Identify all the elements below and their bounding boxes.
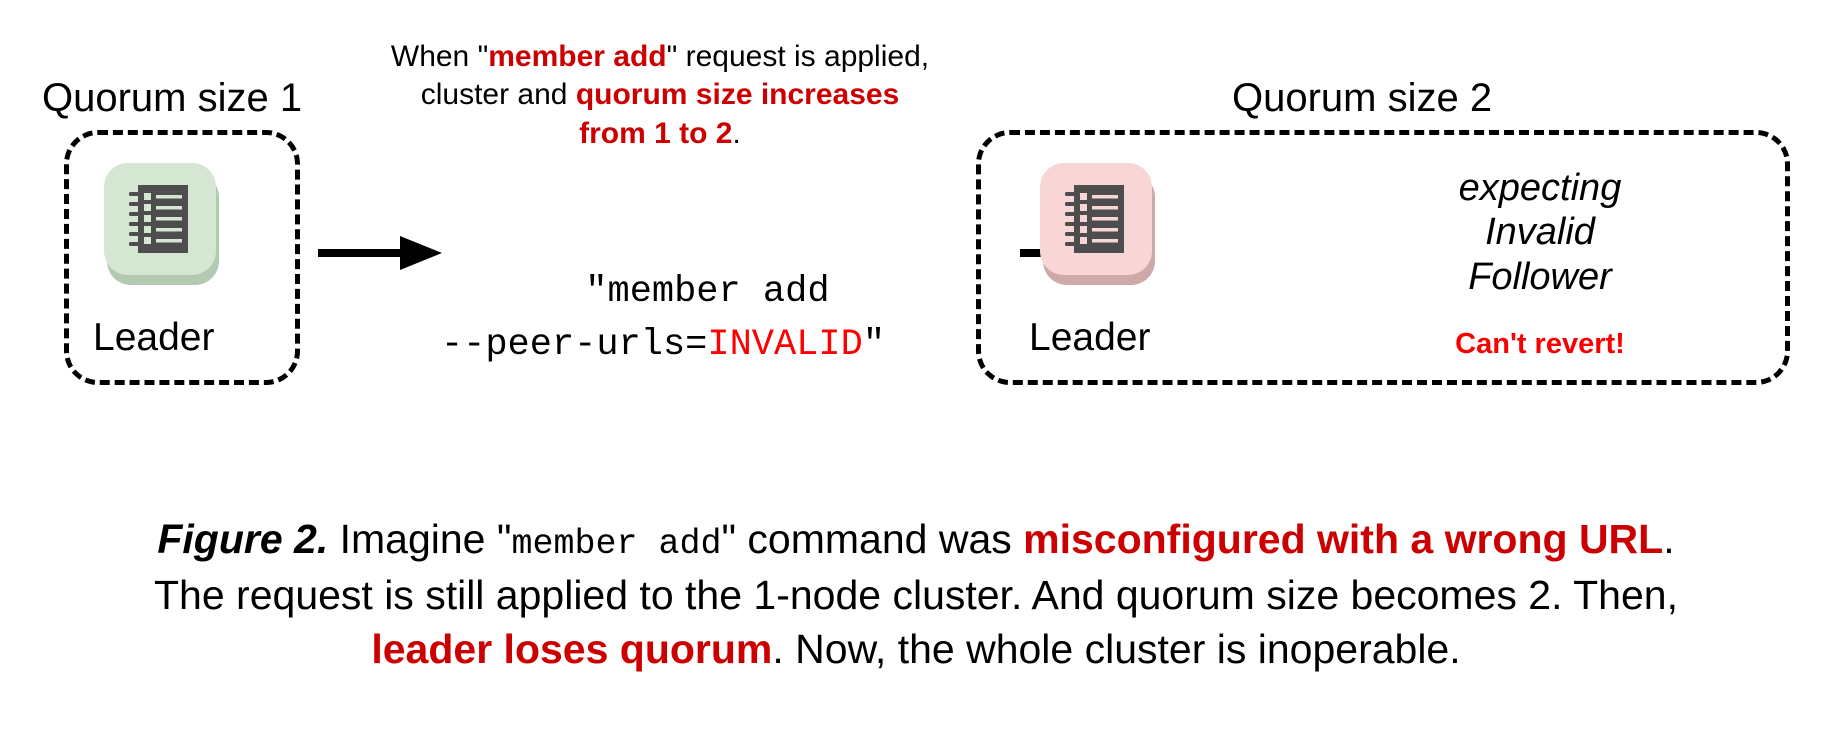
notebook-ledger-icon-left [104, 163, 222, 285]
top-note-member-add: member add [488, 40, 667, 73]
follower-note-line-2: Invalid [1485, 211, 1595, 254]
cluster-node-box-right [976, 130, 1790, 385]
invalid-follower-note: expecting Invalid Follower [1420, 166, 1660, 299]
follower-note-line-3: Follower [1468, 255, 1612, 298]
top-note-seg3: " request is applied, [666, 40, 930, 73]
top-note-from-1-to-2: from 1 to 2 [579, 116, 733, 150]
member-add-command: "member add --peer-urls=INVALID" [428, 212, 898, 427]
command-line-2-prefix: --peer-urls= [440, 324, 708, 367]
node-role-label-right: Leader [1029, 316, 1151, 359]
caption-line-2: The request is still applied to the 1-no… [154, 571, 1678, 618]
caption-line-1: Figure 2. Imagine "member add" command w… [46, 512, 1786, 568]
quorum-increase-annotation: When "member add" request is applied, cl… [352, 38, 968, 153]
top-note-seg1: When " [390, 40, 489, 73]
caption-l3-a: . Now, the whole cluster is inoperable. [772, 626, 1461, 673]
caption-l1-c: . [1663, 516, 1675, 562]
command-line-1: "member add [585, 270, 830, 313]
caption-misconfigured-em: misconfigured with a wrong URL [1023, 516, 1664, 562]
caption-line-3: leader loses quorum. Now, the whole clus… [46, 622, 1786, 677]
notebook-ledger-icon-right [1040, 163, 1158, 285]
quorum-size-label-left: Quorum size 1 [42, 76, 303, 120]
node-role-label-left: Leader [93, 316, 215, 359]
command-invalid-value: INVALID [707, 324, 863, 367]
notebook-glyph [1065, 185, 1124, 253]
caption-l1-b: " command was [721, 516, 1024, 562]
top-note-quorum-increase: quorum size increases [575, 78, 900, 112]
caption-member-add-mono: member add [511, 524, 722, 564]
caption-l1-a: Imagine " [328, 516, 512, 562]
command-line-2-suffix: " [862, 324, 886, 367]
figure-number: Figure 2. [157, 516, 329, 562]
top-note-seg4: cluster and [420, 78, 576, 112]
follower-note-line-1: expecting [1458, 167, 1622, 209]
cant-revert-warning: Can't revert! [1455, 328, 1625, 360]
notebook-glyph [129, 185, 188, 253]
top-note-seg7: . [732, 116, 741, 150]
quorum-size-label-right: Quorum size 2 [1232, 76, 1493, 120]
right-arrow-icon-1 [318, 232, 442, 281]
caption-leader-loses-quorum-em: leader loses quorum [371, 626, 773, 673]
cluster-node-box-left [64, 130, 300, 385]
figure-caption: Figure 2. Imagine "member add" command w… [46, 512, 1786, 677]
